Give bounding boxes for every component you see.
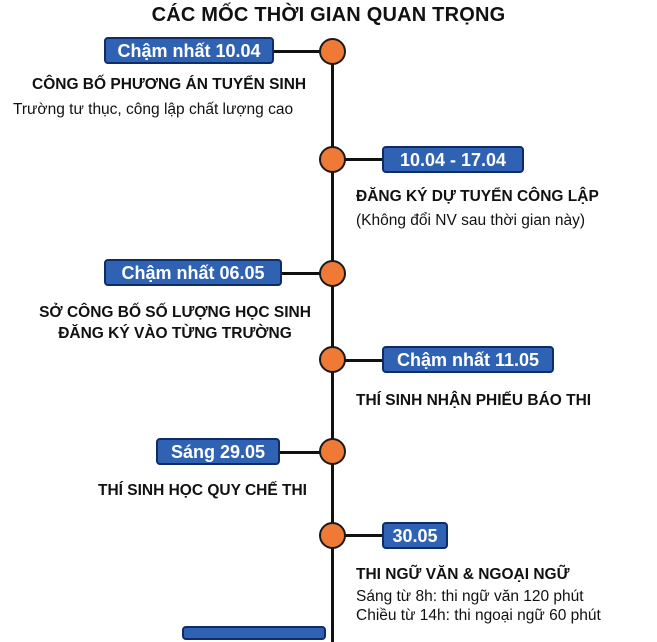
milestone-heading-3b: ĐĂNG KÝ VÀO TỪNG TRƯỜNG xyxy=(58,325,292,342)
date-badge-4: Chậm nhất 11.05 xyxy=(382,346,554,373)
milestone-detail-1: Trường tư thục, công lập chất lượng cao xyxy=(13,101,294,118)
milestone-heading-4: THÍ SINH NHẬN PHIẾU BÁO THI xyxy=(356,392,592,409)
date-badge-3: Chậm nhất 06.05 xyxy=(104,259,282,286)
date-badge-1: Chậm nhất 10.04 xyxy=(104,37,274,64)
connector-4 xyxy=(344,359,386,362)
connector-2 xyxy=(344,158,386,161)
connector-6 xyxy=(344,534,386,537)
timeline-node-3 xyxy=(319,260,346,287)
milestone-detail-6a: Sáng từ 8h: thi ngữ văn 120 phút xyxy=(356,588,584,605)
next-date-badge-partial xyxy=(182,626,326,640)
timeline-node-1 xyxy=(319,38,346,65)
timeline-node-2 xyxy=(319,146,346,173)
connector-1 xyxy=(270,50,320,53)
page-title: CÁC MỐC THỜI GIAN QUAN TRỌNG xyxy=(151,4,506,26)
milestone-heading-1: CÔNG BỐ PHƯƠNG ÁN TUYỂN SINH xyxy=(32,76,307,93)
date-badge-5: Sáng 29.05 xyxy=(156,438,280,465)
milestone-heading-6: THI NGỮ VĂN & NGOẠI NGỮ xyxy=(356,566,570,583)
date-badge-6: 30.05 xyxy=(382,522,448,549)
timeline-node-4 xyxy=(319,346,346,373)
milestone-heading-3a: SỞ CÔNG BỐ SỐ LƯỢNG HỌC SINH xyxy=(39,304,311,321)
timeline-node-6 xyxy=(319,522,346,549)
connector-3 xyxy=(280,272,320,275)
milestone-detail-2: (Không đổi NV sau thời gian này) xyxy=(356,212,586,229)
connector-5 xyxy=(276,451,320,454)
date-badge-2: 10.04 - 17.04 xyxy=(382,146,524,173)
milestone-heading-2: ĐĂNG KÝ DỰ TUYỂN CÔNG LẬP xyxy=(356,188,599,205)
milestone-heading-5: THÍ SINH HỌC QUY CHẾ THI xyxy=(98,482,307,499)
milestone-detail-6b: Chiều từ 14h: thi ngoại ngữ 60 phút xyxy=(356,607,601,624)
timeline-node-5 xyxy=(319,438,346,465)
